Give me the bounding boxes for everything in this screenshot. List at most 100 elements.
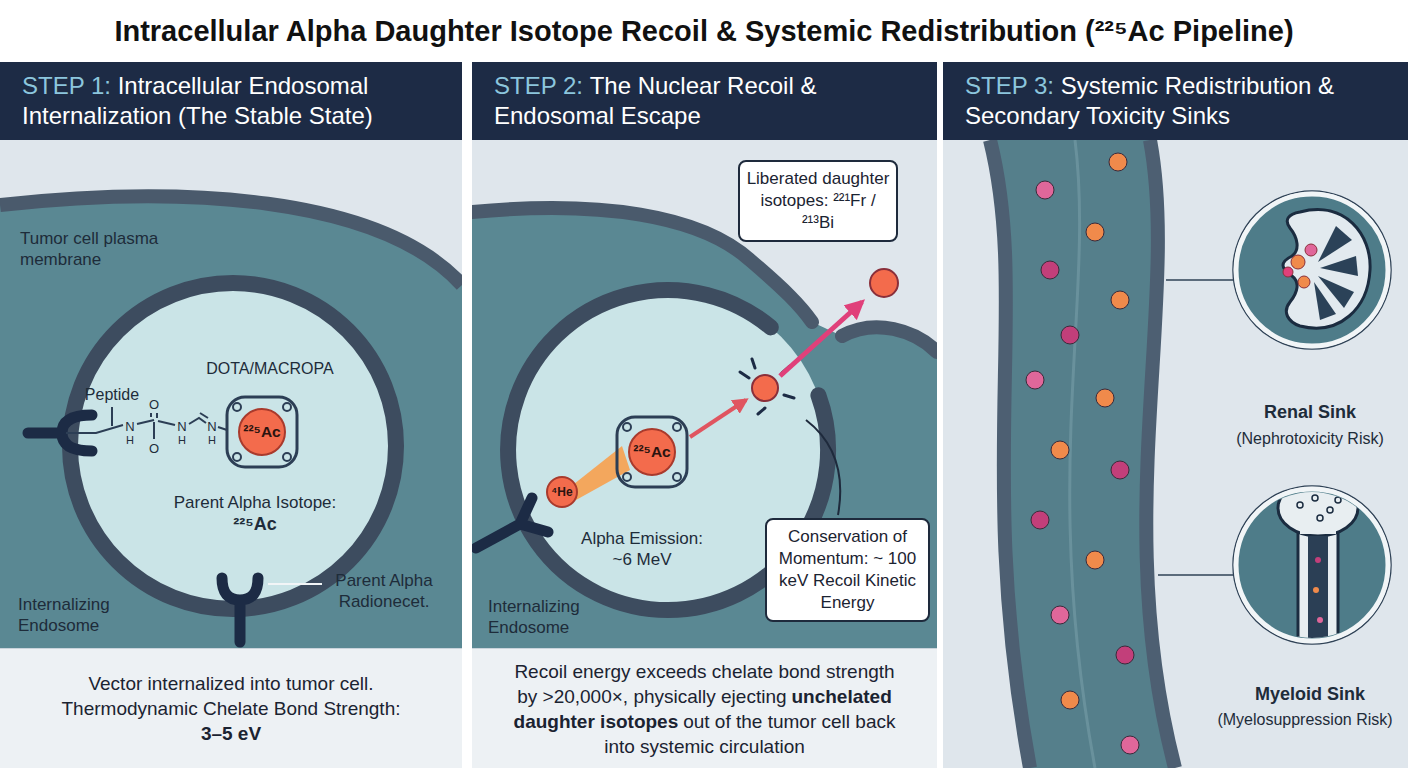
- kidney-icon: [1233, 191, 1391, 349]
- chelator-ring: [227, 397, 297, 467]
- daughter-isotope: [870, 269, 898, 297]
- atom-symbol: N: [204, 419, 220, 434]
- recoil-arrow: [690, 400, 746, 437]
- circulating-isotopes: [1061, 326, 1079, 344]
- callout-box: Liberated daughter isotopes: ²²¹Fr / ²¹³…: [738, 160, 898, 242]
- diagram-title: Intracellular Alpha Daughter Isotope Rec…: [114, 15, 1293, 48]
- panel-grounds: [943, 140, 1408, 768]
- broken-chelate: [740, 359, 794, 414]
- endosome: [70, 283, 396, 609]
- bone-icon: [1313, 587, 1319, 593]
- annotation-label: Internalizing Endosome: [488, 596, 598, 638]
- plasma-membrane: [0, 196, 462, 285]
- footer-text: Vector internalized into tumor cell. The…: [36, 671, 426, 746]
- circulating-isotopes: [1109, 153, 1127, 171]
- kidney-icon: [1283, 210, 1370, 328]
- bone-icon: [1233, 480, 1391, 660]
- annotation-label: Parent Alpha Radionecet.: [328, 570, 440, 612]
- callout-box: Conservation of Momentum: ~ 100 keV Reco…: [765, 518, 930, 622]
- header-line: STEP 3:Systemic Redistribution & Seconda…: [965, 71, 1386, 131]
- kidney-icon: [1291, 255, 1305, 269]
- peptide-chain: [137, 420, 154, 424]
- circulating-isotopes: [1111, 461, 1129, 479]
- kidney-icon: [1236, 194, 1388, 346]
- panel-grounds: [472, 140, 937, 648]
- bone-icon: [1335, 497, 1341, 503]
- bone-icon: [1297, 502, 1303, 508]
- tumor-cell: [0, 196, 462, 648]
- panel-header: STEP 2:The Nuclear Recoil & Endosomal Es…: [472, 62, 937, 140]
- atom-symbol: H: [174, 434, 190, 447]
- chelator-ring: [623, 473, 631, 481]
- step-panel: STEP 1:Intracellular Endosomal Internali…: [0, 62, 462, 768]
- callout-text: Liberated daughter isotopes: ²²¹Fr / ²¹³…: [747, 169, 890, 232]
- circulating-isotopes: [1026, 153, 1139, 754]
- leader-line: [806, 420, 840, 515]
- isotope-symbol: ⁴He: [551, 485, 572, 499]
- annotation-label: Internalizing Endosome: [18, 594, 148, 636]
- leader-line: [1166, 279, 1234, 281]
- title-bar: Intracellular Alpha Daughter Isotope Rec…: [0, 0, 1408, 62]
- daughter-isotope: [752, 375, 778, 401]
- circulating-isotopes: [1036, 181, 1054, 199]
- circulating-isotopes: [1051, 441, 1069, 459]
- vessel-wall: [1146, 140, 1175, 768]
- isotope-circle: ²²⁵Ac: [628, 428, 676, 476]
- bone-icon: [1278, 480, 1358, 536]
- kidney-icon: [1298, 276, 1310, 288]
- peptide-chain: [189, 413, 208, 424]
- blood-vessel: [990, 140, 1175, 768]
- circulating-isotopes: [1111, 291, 1129, 309]
- annotation-label: (Nephrotoxicity Risk): [1210, 428, 1408, 449]
- leader-line: [268, 583, 322, 585]
- bone-icon: [1317, 515, 1323, 521]
- chelator-ring: [283, 453, 291, 461]
- panel-grounds: [0, 140, 462, 648]
- chelator-ring: [673, 473, 681, 481]
- receptor: [476, 498, 548, 548]
- bone-icon: [1327, 507, 1333, 513]
- isotope-circle: ⁴He: [546, 476, 578, 508]
- peptide-chain: [158, 421, 175, 425]
- receptor: [222, 578, 258, 642]
- panel-footer: Recoil energy exceeds chelate bond stren…: [472, 648, 937, 768]
- atom-symbol: N: [174, 419, 190, 434]
- bone-icon: [1312, 495, 1318, 501]
- annotation-label: Renal Sink: [1210, 402, 1408, 423]
- bone-icon: [1300, 520, 1336, 534]
- bone-icon: [1278, 480, 1358, 660]
- panel-grounds: [0, 140, 1408, 768]
- kidney-icon: [1283, 267, 1293, 277]
- panel-footer: Vector internalized into tumor cell. The…: [0, 648, 462, 768]
- callout-text: Conservation of Momentum: ~ 100 keV Reco…: [779, 527, 917, 612]
- peptide-chain: [66, 425, 123, 433]
- step-panel: STEP 2:The Nuclear Recoil & Endosomal Es…: [472, 62, 937, 768]
- kidney-icon: [1320, 256, 1358, 276]
- chelator-ring: [673, 423, 681, 431]
- isotope-symbol: ²²⁵Ac: [633, 443, 670, 461]
- step1-illustration: [0, 196, 462, 648]
- tumor-cell: [472, 208, 937, 648]
- bone-icon: [1317, 617, 1323, 623]
- circulating-isotopes: [1051, 606, 1069, 624]
- peptide-chain: [66, 407, 227, 439]
- circulating-isotopes: [1041, 261, 1059, 279]
- bone-icon: [1315, 557, 1321, 563]
- circulating-isotopes: [1031, 511, 1049, 529]
- step2-illustration: [472, 208, 937, 648]
- isotope-circle: ²²⁵Ac: [238, 408, 286, 456]
- atom-symbol: H: [204, 434, 220, 447]
- annotation-label: Tumor cell plasma membrane: [20, 228, 170, 270]
- chelator-ring: [283, 403, 291, 411]
- peptide-chain: [151, 413, 157, 418]
- bone-icon: [1298, 520, 1338, 660]
- annotation-label: ²²⁵Ac: [150, 514, 360, 535]
- circulating-isotopes: [1086, 223, 1104, 241]
- escape-arrow: [780, 302, 862, 376]
- alpha-emission: [574, 446, 630, 500]
- annotation-label: Myeloid Sink: [1205, 684, 1408, 705]
- chelator-ring: [227, 397, 297, 467]
- annotation-label: (Myelosuppression Risk): [1200, 709, 1408, 730]
